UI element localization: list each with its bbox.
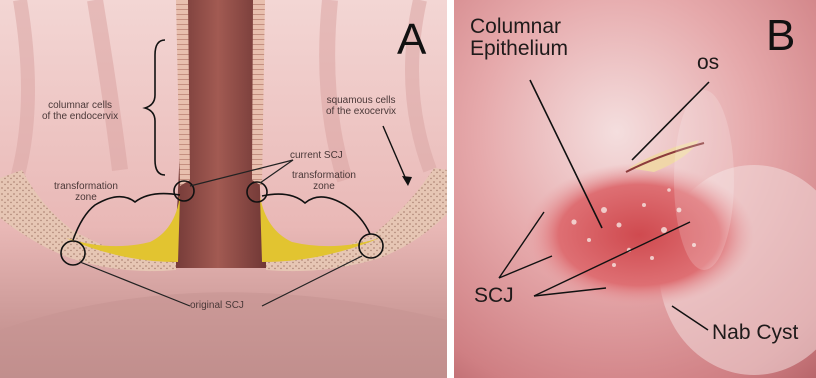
label-squamous-cells: squamous cells of the exocervix [326, 95, 396, 117]
label-transformation-zone-right: transformation zone [292, 170, 356, 192]
label-nab-cyst: Nab Cyst [712, 322, 798, 344]
label-scj: SCJ [474, 285, 514, 307]
label-columnar-epithelium: Columnar Epithelium [470, 16, 568, 60]
label-original-scj: original SCJ [190, 300, 244, 311]
panel-b-photo: Columnar Epithelium os SCJ Nab Cyst B [454, 0, 816, 378]
label-columnar-cells: columnar cells of the endocervix [42, 100, 118, 122]
label-current-scj: current SCJ [290, 150, 343, 161]
panel-a-letter: A [397, 18, 426, 62]
label-os: os [697, 52, 719, 74]
label-transformation-zone-left: transformation zone [54, 181, 118, 203]
panel-b-letter: B [766, 14, 795, 58]
panel-a-diagram: columnar cells of the endocervix squamou… [0, 0, 447, 378]
